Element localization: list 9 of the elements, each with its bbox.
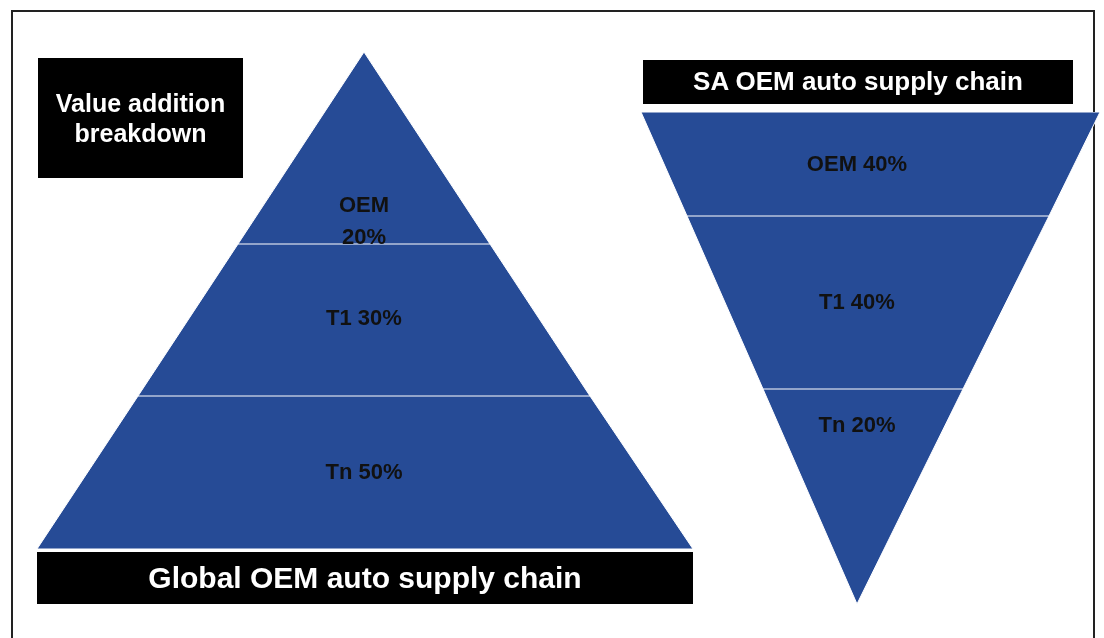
segment-label: Tn 20% [817,411,897,439]
segment-label: OEM 40% [805,150,909,178]
segment-label: Tn 50% [324,458,404,486]
heading-box: Global OEM auto supply chain [37,552,693,604]
heading-box: SA OEM auto supply chain [643,60,1073,104]
heading-box: Value addition breakdown [38,58,243,178]
segment-label: T1 40% [818,288,896,316]
segment-label: T1 30% [325,304,403,332]
segment-label: OEM 20% [337,191,391,251]
